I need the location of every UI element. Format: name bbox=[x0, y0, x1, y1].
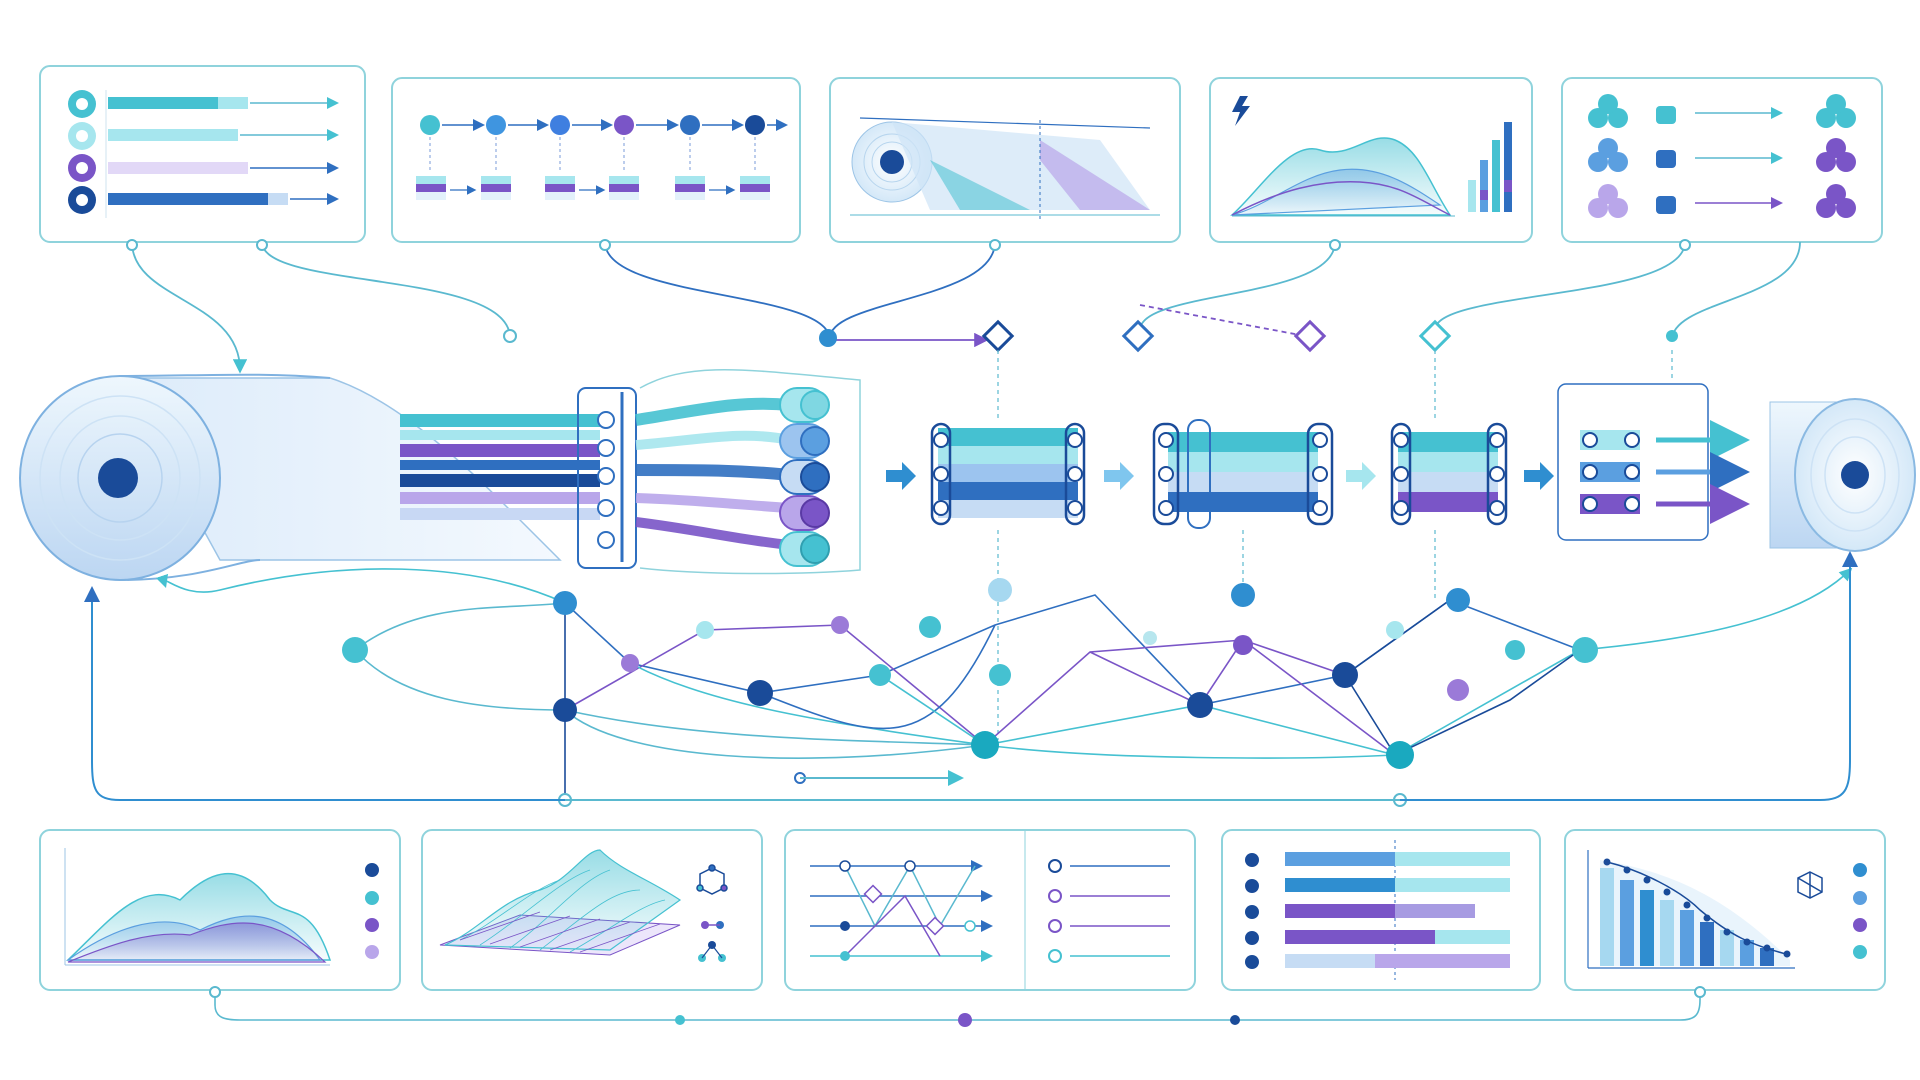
link-glyph-icon bbox=[701, 921, 724, 929]
vertical-links bbox=[997, 350, 1673, 740]
hub-right bbox=[1386, 741, 1414, 769]
top-connectors bbox=[131, 241, 1801, 374]
network-glyph-icon bbox=[696, 864, 728, 895]
flow-block-row bbox=[416, 176, 770, 200]
area-chart-panel bbox=[39, 829, 401, 991]
hub-center bbox=[971, 731, 999, 759]
network-glyph-icon bbox=[1797, 871, 1823, 899]
bar-row bbox=[1245, 904, 1475, 919]
hub-left bbox=[342, 637, 368, 663]
diamond-nodes bbox=[981, 319, 1452, 353]
top-panels bbox=[39, 65, 1883, 243]
flow-arrow bbox=[1524, 462, 1554, 490]
bar-row bbox=[1245, 852, 1510, 867]
roller-stack bbox=[639, 369, 861, 575]
decay-bars bbox=[1600, 868, 1774, 966]
decay-chart-panel bbox=[1564, 829, 1886, 991]
bottom-bus bbox=[209, 986, 1706, 1027]
network-links bbox=[155, 567, 1853, 800]
tree-glyph-icon bbox=[698, 941, 726, 962]
timeline-legend bbox=[1048, 859, 1170, 963]
flow-arrow bbox=[886, 462, 916, 490]
roller-row bbox=[1588, 94, 1856, 128]
bar-row bbox=[1245, 930, 1510, 945]
tension-unit-1 bbox=[930, 422, 1086, 526]
roll-legend-panel bbox=[39, 65, 366, 243]
bar-row bbox=[1245, 954, 1510, 969]
roll-unwind-panel bbox=[829, 77, 1181, 243]
energy-chart-panel bbox=[1209, 77, 1533, 243]
slitter bbox=[577, 387, 637, 569]
flow-arrow bbox=[1104, 462, 1134, 490]
bar-row bbox=[1245, 878, 1510, 893]
return-loops bbox=[84, 551, 1858, 801]
roller-row bbox=[1588, 138, 1856, 172]
tension-unit-3 bbox=[1390, 422, 1508, 526]
mini-bar-group bbox=[1468, 122, 1512, 212]
flow-arrow bbox=[1346, 462, 1376, 490]
strand-bundle-in bbox=[400, 414, 600, 520]
timeline-markers bbox=[839, 860, 976, 961]
bottom-panels bbox=[39, 829, 1886, 991]
legend-row bbox=[68, 90, 339, 118]
rewinder-gate bbox=[1557, 383, 1750, 541]
legend-dots bbox=[1853, 863, 1867, 959]
legend-row bbox=[68, 186, 339, 214]
roller-row bbox=[1588, 184, 1856, 218]
legend-row bbox=[68, 154, 339, 182]
finished-roll bbox=[1769, 398, 1916, 552]
tension-unit-2 bbox=[1152, 419, 1334, 529]
legend-row bbox=[68, 122, 339, 150]
connector-nodes bbox=[126, 239, 1691, 347]
process-flow-panel bbox=[391, 77, 801, 243]
roller-comparison-panel bbox=[1561, 77, 1883, 243]
lightning-icon bbox=[1232, 96, 1250, 126]
strand-bundle-out bbox=[635, 397, 791, 550]
flow-node-row bbox=[420, 115, 788, 135]
timeline-panel bbox=[784, 829, 1196, 991]
bar-ranking-panel bbox=[1221, 829, 1541, 991]
surface-plot-panel bbox=[421, 829, 763, 991]
legend-dots bbox=[365, 863, 379, 959]
network-nodes bbox=[342, 578, 1598, 807]
